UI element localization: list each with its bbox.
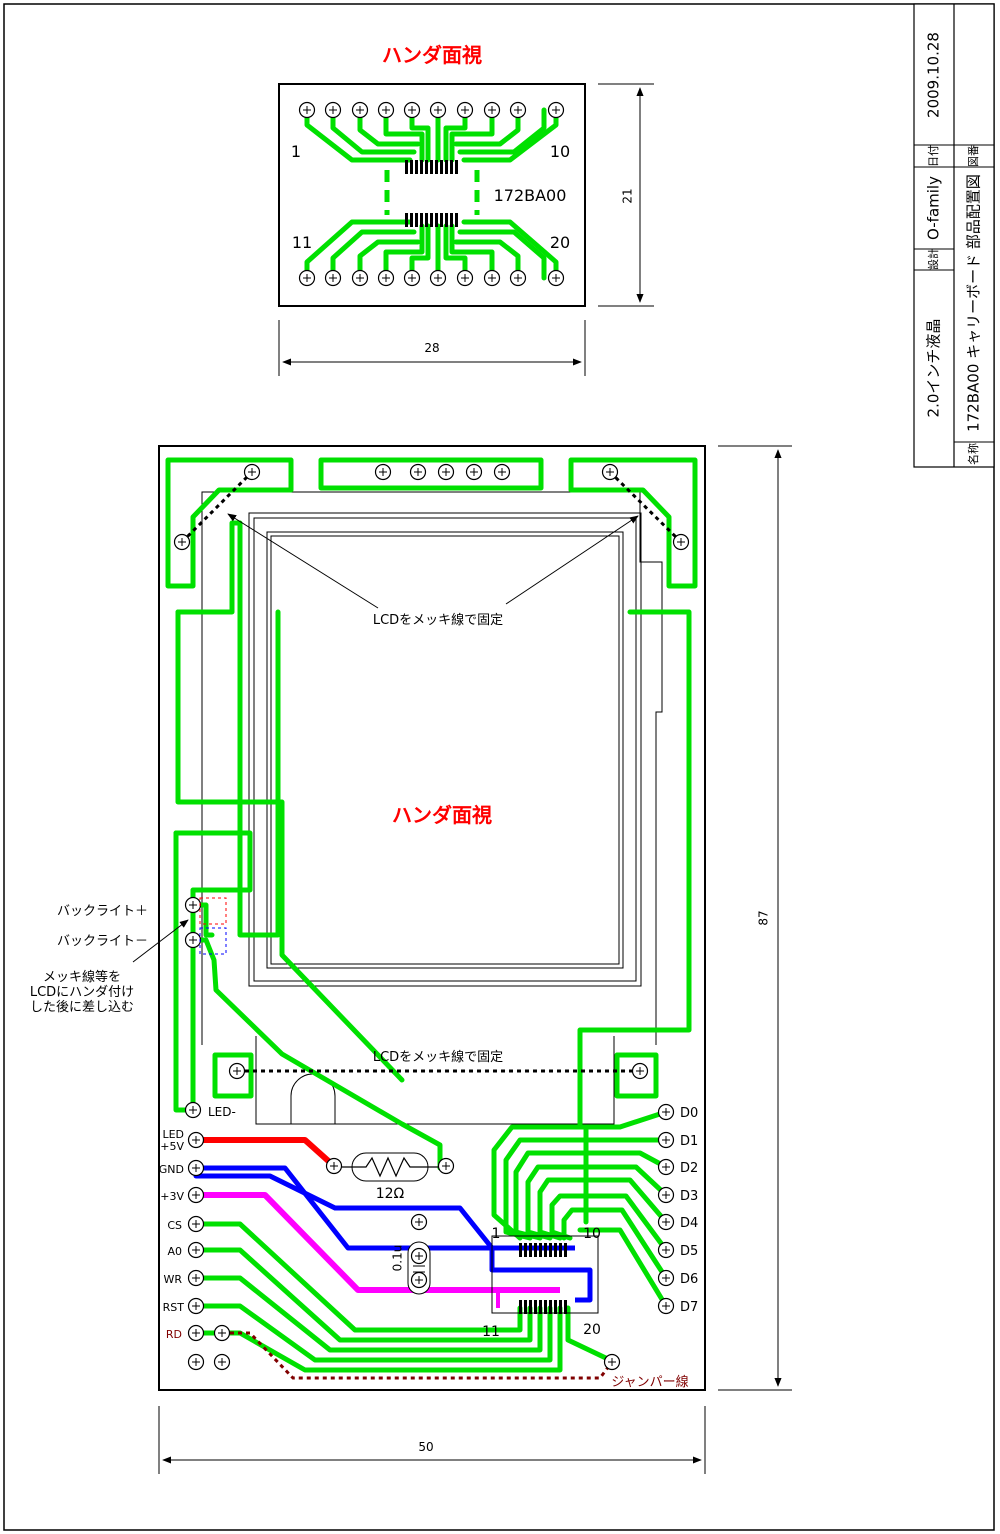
label-led-minus: LED- <box>208 1105 236 1119</box>
lcd-fix-wires <box>180 470 683 1073</box>
backlight-plus-label: バックライト＋ <box>57 904 148 919</box>
label-gnd: GND <box>159 1163 184 1176</box>
title-line1: 2.0インチ液晶 <box>925 319 943 418</box>
small-board-dim-width <box>278 320 586 376</box>
sheet-border <box>3 3 995 1531</box>
small-board-dim-height <box>598 83 654 307</box>
small-board-dim-width-label: 28 <box>424 341 439 355</box>
led-plus-trace <box>196 1137 337 1169</box>
title-line2: 172BA00 キャリーボード 部品配置図 <box>965 174 983 432</box>
label-v3: +3V <box>160 1190 184 1203</box>
title-date: 2009.10.28 <box>925 32 943 118</box>
small-board-pin10: 10 <box>550 142 570 161</box>
label-rst: RST <box>163 1301 185 1314</box>
main-board-dim-height <box>718 445 792 1391</box>
main-ic-pin11: 11 <box>482 1324 500 1340</box>
backlight-minus-label: バックライト－ <box>57 934 148 949</box>
title-date-label: 日付 <box>927 145 940 167</box>
capacitor-label: 0.1u <box>391 1245 405 1272</box>
v3-trace <box>196 1192 560 1293</box>
insert-note-line1: メッキ線等を <box>43 969 121 985</box>
label-d1: D1 <box>680 1134 698 1149</box>
lcd-module-outline <box>201 491 663 1125</box>
label-d0: D0 <box>680 1106 698 1121</box>
insert-note-line2: LCDにハンダ付け <box>30 985 134 1000</box>
label-d5: D5 <box>680 1244 698 1259</box>
insert-note-line3: した後に差し込む <box>30 1000 134 1015</box>
main-ic-bottom-pins <box>519 1300 567 1314</box>
small-board-dim-height-label: 21 <box>621 188 635 203</box>
main-board-dim-height-label: 87 <box>757 910 771 925</box>
small-board-traces <box>304 107 559 281</box>
label-wr: WR <box>163 1273 182 1286</box>
lcd-fix-top-note: LCDをメッキ線で固定 <box>373 612 503 628</box>
small-board-pin1: 1 <box>291 142 301 161</box>
jumper-wire <box>222 1331 614 1380</box>
main-board-dim-width <box>158 1406 706 1474</box>
title-designer: O-family <box>925 176 943 240</box>
backlight-plus-box <box>199 897 227 925</box>
main-ic-top-pins <box>519 1243 567 1257</box>
lcd-fix-bottom-note: LCDをメッキ線で固定 <box>373 1049 503 1065</box>
main-board-traces <box>165 457 698 1373</box>
resistor-label: 12Ω <box>376 1186 405 1202</box>
label-d7: D7 <box>680 1300 698 1315</box>
title-drawing-no-label: 図番 <box>967 145 980 167</box>
backlight-minus-box <box>199 927 227 955</box>
label-d6: D6 <box>680 1272 698 1287</box>
main-ic-pin10: 10 <box>583 1226 601 1242</box>
resistor-12ohm <box>342 1152 438 1182</box>
small-board-outline <box>278 83 586 307</box>
main-ic-pin20: 20 <box>583 1322 601 1338</box>
small-board-part-label: 172BA00 <box>494 186 567 205</box>
small-board-dashed-link <box>384 170 480 215</box>
label-led-plus-1: LED <box>162 1128 184 1141</box>
title-block <box>913 3 995 468</box>
main-board-heading: ハンダ面視 <box>392 803 492 827</box>
label-led-plus-2: +5V <box>160 1140 184 1153</box>
label-d3: D3 <box>680 1189 698 1204</box>
title-name-label: 名称 <box>966 443 980 465</box>
small-board-pin20: 20 <box>550 233 570 252</box>
small-board-pin11: 11 <box>292 233 312 252</box>
small-board-heading: ハンダ面視 <box>382 43 482 67</box>
label-rd: RD <box>166 1328 182 1341</box>
label-cs: CS <box>167 1219 182 1232</box>
label-d4: D4 <box>680 1216 698 1231</box>
main-board-dim-width-label: 50 <box>418 1440 433 1454</box>
label-d2: D2 <box>680 1161 698 1176</box>
jumper-label: ジャンパー線 <box>611 1374 688 1390</box>
small-board-ic-top <box>405 160 458 174</box>
main-ic-pin1: 1 <box>492 1226 501 1242</box>
small-board-ic-bottom <box>405 213 458 227</box>
title-designer-label: 設計 <box>926 248 940 270</box>
lcd-fix-arrows <box>132 513 639 963</box>
label-a0: A0 <box>167 1245 182 1258</box>
